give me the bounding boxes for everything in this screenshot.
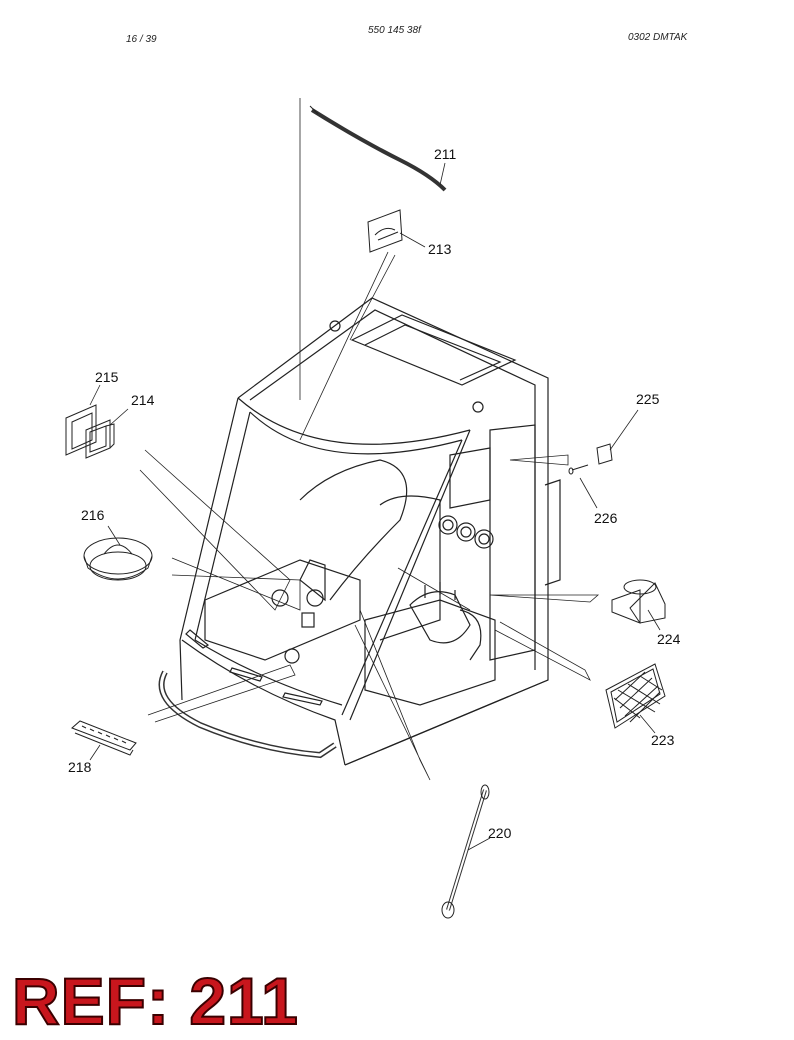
label-224: 224 — [657, 631, 681, 647]
document-number: 550 145 38f — [368, 25, 421, 36]
strip-part-218 — [71, 720, 137, 756]
revision-code: 0302 DMTAK — [628, 32, 688, 43]
label-214: 214 — [131, 392, 155, 408]
plate-part-215 — [65, 404, 97, 456]
reference-label: REF: 211 — [11, 964, 299, 1038]
bracket-part-214 — [85, 419, 115, 459]
strip-part-211 — [310, 108, 447, 192]
bracket-part-224 — [611, 579, 666, 624]
mesh-panel-part-223 — [605, 663, 666, 729]
cab-body — [158, 297, 561, 766]
page-number: 16 / 39 — [126, 34, 157, 45]
rod-part-220 — [441, 784, 490, 919]
label-211: 211 — [434, 146, 457, 162]
label-213: 213 — [428, 241, 452, 257]
label-220: 220 — [488, 825, 512, 841]
label-215: 215 — [95, 369, 119, 385]
label-225: 225 — [636, 391, 660, 407]
grommet-part-216 — [83, 537, 153, 581]
label-226: 226 — [594, 510, 618, 526]
label-218: 218 — [68, 759, 92, 775]
bracket-part-213 — [367, 209, 403, 253]
plate-part-225 — [596, 443, 613, 465]
label-223: 223 — [651, 732, 675, 748]
pin-part-226 — [568, 464, 589, 475]
label-216: 216 — [81, 507, 105, 523]
